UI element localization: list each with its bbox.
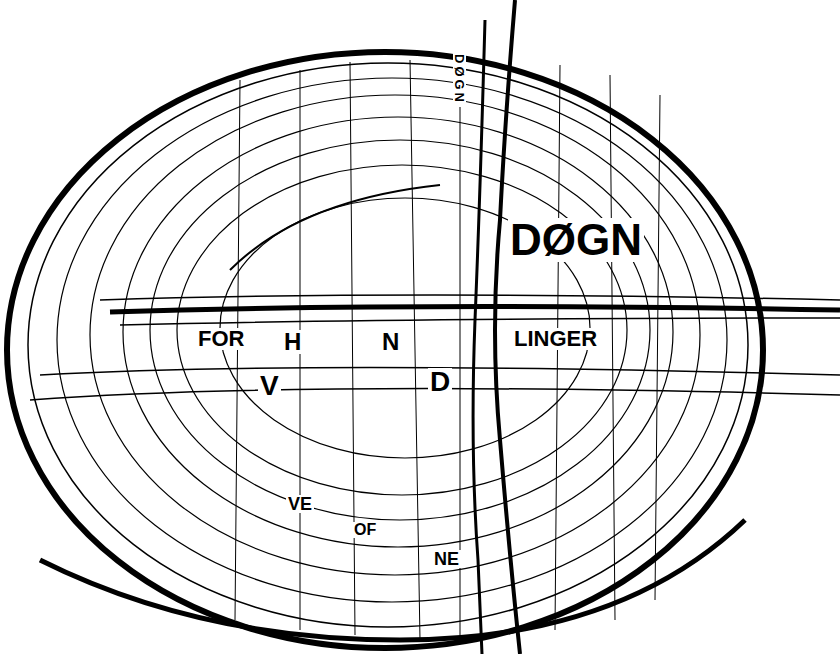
ring [123, 117, 673, 547]
map-label: DØGN [453, 52, 466, 107]
vertical-road-edge [473, 20, 485, 654]
map-label: VE [286, 495, 314, 513]
grid-line [235, 60, 660, 640]
map-label: OF [352, 522, 378, 538]
map-label: N [380, 330, 401, 354]
ring [28, 63, 748, 627]
map-label: V [258, 372, 281, 400]
ring [90, 95, 700, 575]
map-label: D [428, 368, 452, 396]
map-label: LINGER [512, 328, 599, 350]
ring [150, 140, 650, 520]
map-label: FOR [196, 328, 246, 350]
vertical-road [495, 0, 520, 654]
inner-arc [230, 185, 440, 270]
outer-ring [7, 52, 763, 648]
road [30, 368, 840, 401]
road-edge [100, 295, 840, 325]
map-label: H [282, 330, 303, 354]
thick-arc [40, 520, 745, 640]
ring [177, 165, 627, 495]
map-label: NE [432, 550, 461, 568]
ring [57, 78, 727, 602]
map-label: DØGN [508, 218, 644, 262]
